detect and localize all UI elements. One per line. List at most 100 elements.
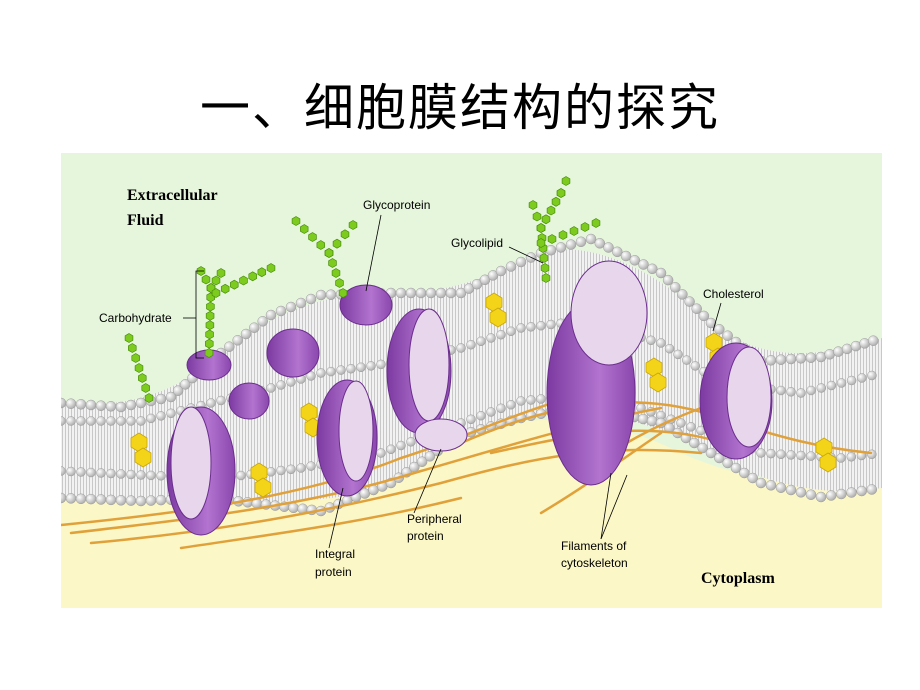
phospholipid-head	[776, 449, 786, 460]
phospholipid-head	[288, 502, 299, 514]
phospholipid-head	[755, 477, 767, 489]
phospholipid-head	[786, 387, 796, 397]
phospholipid-head	[276, 380, 286, 390]
sugar-unit	[204, 348, 214, 358]
sugar-unit	[216, 268, 226, 278]
phospholipid-head	[850, 340, 862, 352]
sugar-unit	[569, 226, 579, 236]
phospholipid-head	[75, 493, 87, 505]
phospholipid-head	[395, 287, 407, 299]
phospholipid-head	[172, 385, 184, 396]
sugar-unit	[257, 267, 267, 278]
slide-title: 一、细胞膜结构的探究	[200, 79, 720, 137]
phospholipid-head	[486, 407, 496, 417]
phospholipid-head	[276, 465, 286, 476]
phospholipid-head	[646, 415, 658, 427]
integral-protein-label-line1: Integral	[315, 547, 355, 561]
phospholipid-head	[366, 361, 376, 371]
sugar-unit	[551, 196, 561, 207]
phospholipid-head	[795, 487, 807, 498]
phospholipid-head	[765, 480, 777, 491]
phospholipid-head	[424, 451, 436, 462]
phospholipid-head	[325, 289, 337, 300]
phospholipid-head	[135, 495, 147, 507]
phospholipid-head	[836, 378, 847, 388]
phospholipid-head	[415, 287, 427, 299]
phospholipid-head	[776, 385, 786, 396]
label-leaders	[183, 214, 722, 549]
phospholipid-head	[841, 343, 853, 355]
sugar-unit	[546, 205, 556, 216]
phospholipid-head	[825, 490, 837, 501]
phospholipid-head	[346, 363, 356, 374]
phospholipid-head	[166, 408, 176, 419]
phospholipid-head	[629, 255, 641, 266]
sugar-unit	[539, 253, 549, 263]
phospholipid-head	[65, 493, 77, 504]
phospholipid-head	[76, 416, 86, 426]
phospholipid-head	[65, 398, 77, 409]
phospholipid-head	[805, 489, 817, 500]
phospholipid-head	[75, 399, 87, 410]
sugar-unit	[540, 263, 550, 273]
phospholipid-head	[857, 373, 867, 383]
sugar-unit	[536, 238, 546, 248]
phospholipid-head	[594, 238, 606, 249]
phospholipid-head	[105, 494, 117, 506]
membrane-diagram: Extracellular Fluid Glycoprotein Glycoli…	[61, 153, 882, 608]
phospholipid-head	[95, 400, 107, 411]
phospholipid-head	[515, 256, 527, 268]
sugar-unit	[211, 288, 221, 298]
phospholipid-head	[376, 448, 386, 458]
phospholipid-head	[180, 379, 191, 390]
sugar-unit	[220, 283, 230, 294]
sugar-unit	[124, 333, 134, 343]
phospholipid-head	[216, 395, 226, 406]
carbohydrate-label: Carbohydrate	[99, 311, 172, 325]
phospholipid-head	[555, 242, 567, 253]
glycoprotein-label: Glycoprotein	[363, 198, 430, 212]
phospholipid-head	[305, 293, 317, 305]
sugar-unit	[541, 273, 551, 283]
phospholipid-head	[146, 470, 156, 481]
sugar-unit	[230, 279, 239, 290]
sugar-unit	[205, 310, 215, 321]
phospholipid-head	[506, 399, 516, 410]
phospholipid-head	[116, 416, 126, 426]
sugar-unit	[536, 223, 546, 233]
cholesterol-label: Cholesterol	[703, 287, 764, 301]
phospholipid-head	[61, 466, 66, 476]
phospholipid-head	[664, 343, 675, 354]
phospholipid-head	[846, 452, 857, 462]
phospholipid-head	[156, 411, 166, 421]
phospholipid-head	[136, 416, 146, 426]
phospholipid-head	[136, 470, 146, 480]
carbohydrate-chains	[124, 176, 601, 403]
phospholipid-head	[466, 339, 476, 350]
phospholipid-head	[747, 472, 758, 484]
phospholipid-head	[275, 305, 287, 317]
phospholipid-head	[826, 380, 837, 391]
phospholipid-head	[146, 413, 156, 424]
phospholipid-head	[662, 274, 674, 286]
extracellular-fluid-label-line1: Extracellular	[127, 187, 218, 204]
phospholipid-head	[66, 466, 76, 477]
phospholipid-head	[115, 495, 127, 506]
phospholipid-head	[306, 371, 316, 381]
phospholipid-head	[516, 323, 526, 333]
phospholipid-head	[816, 383, 827, 393]
sugar-unit	[144, 393, 154, 403]
phospholipid-head	[603, 242, 614, 253]
phospholipid-head	[85, 493, 97, 505]
sugar-unit	[205, 338, 214, 349]
phospholipid-head	[435, 287, 447, 299]
phospholipid-head	[795, 353, 807, 364]
phospholipid-head	[670, 282, 681, 293]
phospholipid-head	[406, 437, 416, 447]
phospholipid-head	[684, 296, 695, 307]
phospholipid-head	[306, 461, 316, 471]
filaments-label-line2: cytoskeleton	[561, 556, 628, 570]
cytoplasm-label: Cytoplasm	[701, 570, 775, 587]
phospholipid-head	[96, 468, 106, 478]
phospholipid-head	[396, 440, 406, 451]
